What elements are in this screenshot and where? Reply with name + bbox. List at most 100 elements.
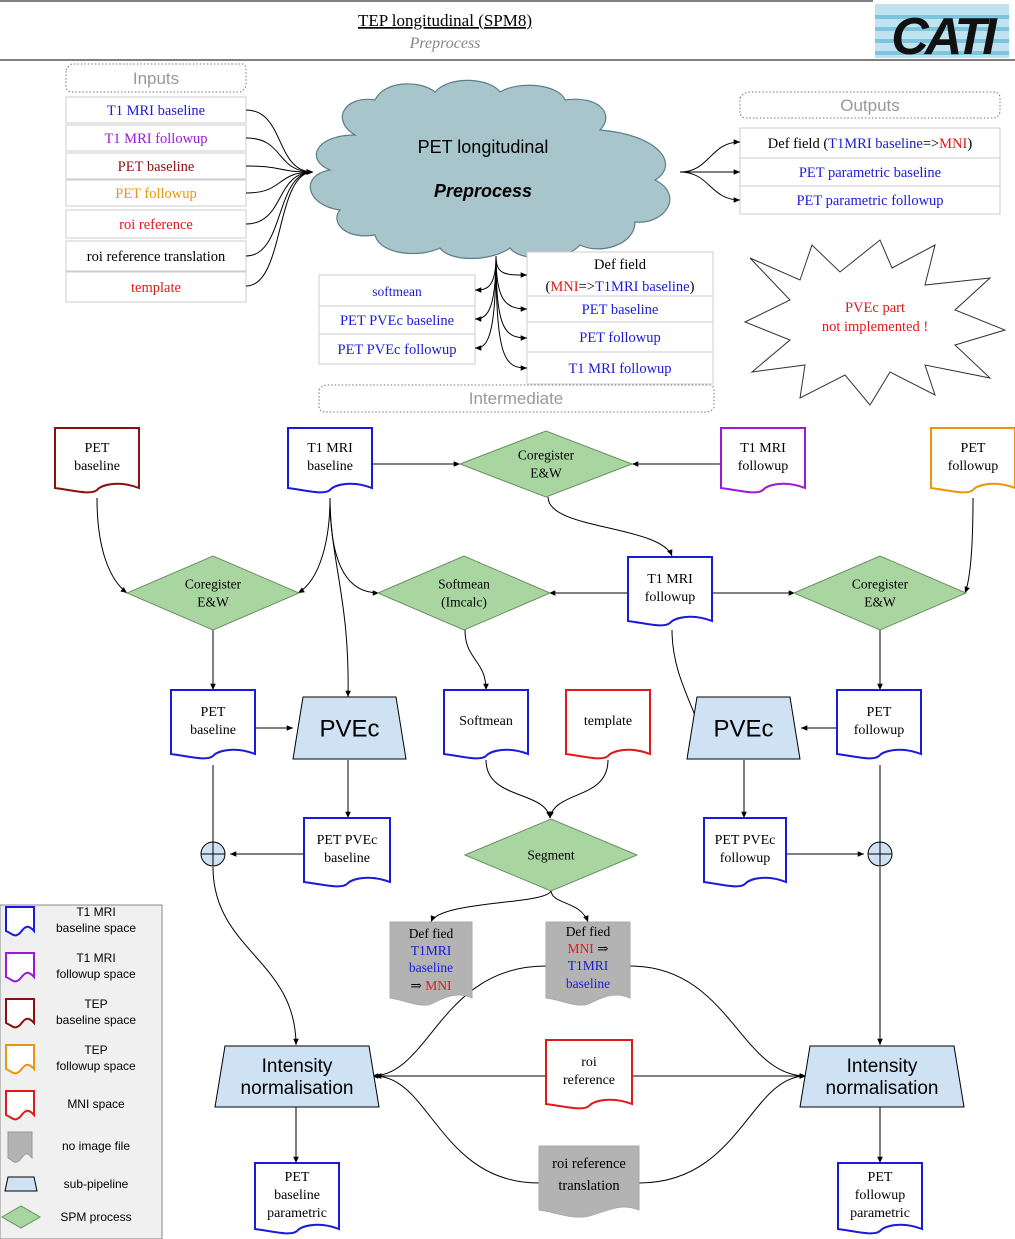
process-coreg-top-line-2: E&W xyxy=(530,466,562,481)
doc-t1-followup-in-line-1: T1 MRI xyxy=(740,441,786,456)
process-coreg-right-line-2: E&W xyxy=(864,595,896,610)
doc-pet-followup-in-line-2: followup xyxy=(948,459,999,474)
cloud-process: PET longitudinal Preprocess xyxy=(309,79,671,260)
output-deffield: Def field (T1MRI baseline=>MNI) xyxy=(768,136,973,152)
subpipeline-pvec-right: PVEc xyxy=(686,696,801,760)
input-label: template xyxy=(131,280,181,296)
process-softmean: Softmean(Imcalc) xyxy=(376,555,552,631)
legend-swatch xyxy=(5,1044,35,1075)
outputs-panel: Outputs Def field (T1MRI baseline=>MNI) … xyxy=(739,91,1001,215)
logo-text: CATI xyxy=(891,8,998,66)
merge-node-left xyxy=(200,841,226,867)
input-row xyxy=(65,96,247,124)
legend-label: followup space xyxy=(56,967,136,981)
subpipeline-intnorm-left-line-1: Intensity xyxy=(262,1056,333,1077)
doc-pet-followup-in-line-1: PET xyxy=(961,441,986,456)
doc-pvec-followup-line-2: followup xyxy=(720,851,771,866)
doc-roi-reference-line-1: roi xyxy=(581,1055,597,1070)
doc-pet-baseline-parametric-line-1: PET xyxy=(285,1170,310,1185)
warning-line2: not implemented ! xyxy=(822,319,928,335)
intermediate-row xyxy=(526,321,714,353)
legend-item: sub-pipeline xyxy=(4,1176,129,1192)
roi-translation-l1: roi reference xyxy=(552,1156,626,1172)
warning-starburst: PVEc part not implemented ! xyxy=(743,239,1007,406)
doc-t1-followup-in-line-2: followup xyxy=(738,459,789,474)
doc-pet-followup-parametric-line-2: followup xyxy=(855,1188,906,1203)
intermediate-label: PET PVEc followup xyxy=(338,342,457,358)
legend-label: baseline space xyxy=(56,921,136,935)
inputs-panel: Inputs T1 MRI baseline T1 MRI followupPET… xyxy=(65,63,247,303)
deffield-left-l3: baseline xyxy=(409,960,453,975)
legend-item: T1 MRI followup space xyxy=(5,951,136,983)
output-row xyxy=(739,185,1001,215)
deffield-right-l3: T1MRI xyxy=(568,958,609,973)
process-coreg-left-line-1: Coregister xyxy=(185,577,242,592)
input-label: roi reference translation xyxy=(87,249,226,265)
subpipeline-pvec-right-line-1: PVEc xyxy=(713,715,773,742)
legend-label: MNI space xyxy=(67,1097,125,1111)
input-label: roi reference xyxy=(119,217,193,233)
cloud-title: PET longitudinal xyxy=(418,137,549,157)
intermediate-row xyxy=(318,274,476,308)
doc-pet-followup: PET followup xyxy=(836,689,922,760)
legend-label: TEP xyxy=(84,1043,107,1057)
deffield-left-l4: ⇒ MNI xyxy=(411,978,452,993)
warning-line1: PVEc part xyxy=(845,300,905,316)
summary-connectors xyxy=(245,109,741,371)
legend-label: SPM process xyxy=(60,1210,131,1224)
intermediate-label: PET followup xyxy=(579,330,661,346)
doc-pet-baseline-line-1: PET xyxy=(201,705,226,720)
input-row xyxy=(65,152,247,180)
doc-pet-baseline-parametric: PET baseline parametric xyxy=(254,1162,340,1235)
intermediate-label: PET PVEc baseline xyxy=(340,313,454,329)
page-subtitle: Preprocess xyxy=(409,35,481,52)
intermediate-deffield-line2: (MNI=>T1MRI baseline) xyxy=(546,279,695,295)
input-row xyxy=(65,124,247,152)
merge-node-right xyxy=(867,841,893,867)
legend-item: no image file xyxy=(7,1131,130,1163)
process-coreg-left-line-2: E&W xyxy=(197,595,229,610)
input-label: T1 MRI baseline xyxy=(107,103,205,119)
intermediate-label: T1 MRI followup xyxy=(568,361,671,377)
doc-pet-baseline-in-line-1: PET xyxy=(85,441,110,456)
subpipeline-intnorm-left-line-2: normalisation xyxy=(241,1078,354,1099)
legend-swatch xyxy=(5,906,35,937)
doc-pvec-followup-line-1: PET PVEc xyxy=(715,833,776,848)
legend-label: T1 MRI xyxy=(76,951,115,965)
legend-label: T1 MRI xyxy=(76,905,115,919)
doc-pet-followup-line-2: followup xyxy=(854,723,905,738)
roi-translation-l2: translation xyxy=(558,1178,620,1194)
process-segment: Segment xyxy=(463,818,639,892)
doc-pvec-baseline-line-1: PET PVEc xyxy=(317,833,378,848)
input-label: T1 MRI followup xyxy=(104,131,207,147)
process-softmean-line-1: Softmean xyxy=(438,577,490,592)
legend-label: no image file xyxy=(62,1139,130,1153)
legend: T1 MRI baseline space T1 MRI followup space… xyxy=(0,904,163,1239)
doc-pet-followup-line-1: PET xyxy=(867,705,892,720)
legend-swatch xyxy=(7,1131,33,1163)
legend-label: followup space xyxy=(56,1059,136,1073)
legend-label: baseline space xyxy=(56,1013,136,1027)
inputs-title: Inputs xyxy=(133,69,179,88)
doc-template: template xyxy=(565,689,651,760)
deffield-right-doc: Def fied MNI ⇒ T1MRI baseline xyxy=(545,921,631,1006)
doc-pet-baseline-parametric-line-2: baseline xyxy=(274,1188,320,1203)
doc-pet-followup-parametric-line-3: parametric xyxy=(850,1206,910,1221)
roi-translation-doc: roi reference translation xyxy=(538,1145,640,1218)
subpipeline-intnorm-right-line-2: normalisation xyxy=(826,1078,939,1099)
doc-pet-baseline-parametric-line-3: parametric xyxy=(267,1206,327,1221)
intermediate-label: softmean xyxy=(372,284,422,299)
deffield-right-l4: baseline xyxy=(566,976,610,991)
input-label: PET baseline xyxy=(118,159,195,175)
header: TEP longitudinal (SPM8) Preprocess CATI xyxy=(0,0,1015,66)
legend-item: MNI space xyxy=(5,1090,125,1121)
